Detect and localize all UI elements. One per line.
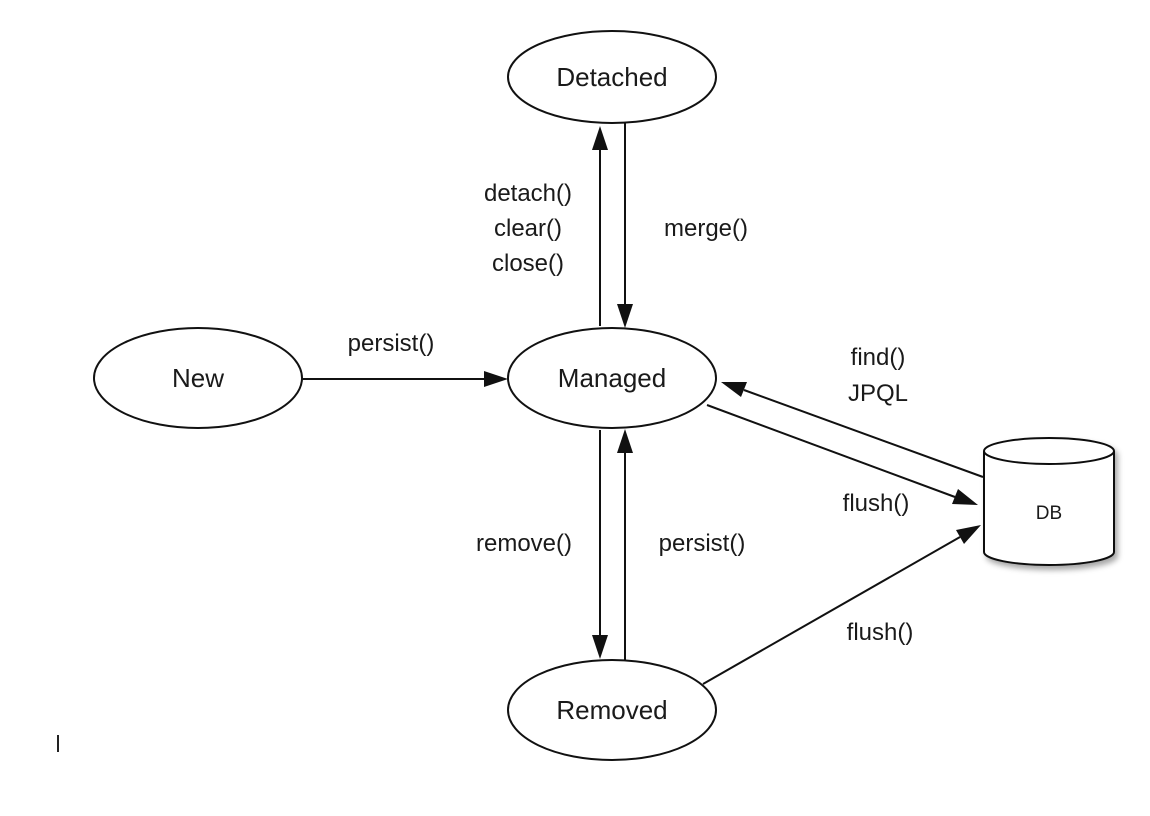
edge-removed-to-db <box>702 525 981 685</box>
edge-db-to-managed <box>721 382 984 478</box>
label-find: find() <box>851 344 906 371</box>
edge-managed-to-removed <box>592 430 608 659</box>
node-removed-label: Removed <box>556 695 667 725</box>
node-new: New <box>93 327 303 429</box>
edge-new-to-managed <box>302 371 508 387</box>
node-db-label: DB <box>1036 503 1062 524</box>
label-merge: merge() <box>664 215 748 242</box>
label-detach: detach() <box>484 180 572 207</box>
node-managed: Managed <box>507 327 717 429</box>
edge-managed-to-db <box>706 404 978 505</box>
node-detached-label: Detached <box>556 62 667 92</box>
edge-removed-to-managed <box>617 429 633 660</box>
edge-detached-to-managed <box>617 123 633 328</box>
node-detached: Detached <box>507 30 717 124</box>
node-managed-label: Managed <box>558 363 666 393</box>
edge-managed-to-detached <box>592 126 608 326</box>
label-persist-new: persist() <box>348 330 435 357</box>
node-db-cylinder <box>983 437 1115 566</box>
label-persist-removed: persist() <box>659 530 746 557</box>
node-new-label: New <box>172 363 224 393</box>
label-clear: clear() <box>494 215 562 242</box>
node-removed: Removed <box>507 659 717 761</box>
label-flush-removed: flush() <box>847 619 914 646</box>
label-flush-managed: flush() <box>843 490 910 517</box>
label-close: close() <box>492 250 564 277</box>
label-jpql: JPQL <box>848 380 908 407</box>
label-remove: remove() <box>476 530 572 557</box>
